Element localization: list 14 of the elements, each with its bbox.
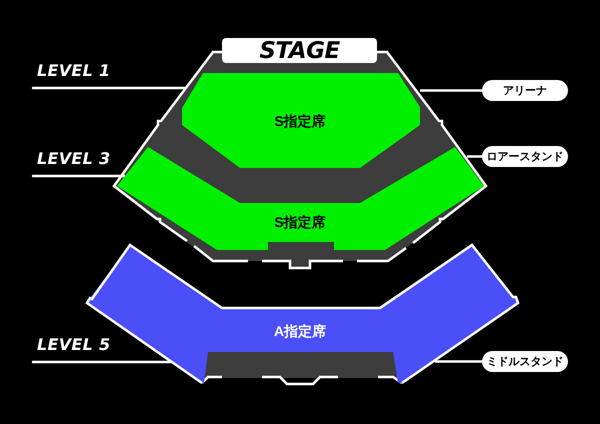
leader-line — [32, 360, 172, 364]
seating-section: S指定席 — [182, 73, 420, 168]
leader-line — [435, 360, 482, 363]
level-label: LEVEL 1 — [32, 61, 110, 87]
stage-box: STAGE — [222, 38, 377, 63]
seating-section: S指定席 — [117, 147, 484, 250]
leader-line — [420, 89, 482, 92]
level-label: LEVEL 5 — [32, 335, 110, 361]
section-label: ミドルスタンド — [482, 351, 568, 372]
leader-line — [32, 174, 125, 178]
level-label: LEVEL 3 — [32, 149, 110, 175]
section-label: ロアースタンド — [482, 146, 568, 167]
leader-line — [467, 155, 482, 158]
section-label: アリーナ — [482, 80, 568, 101]
